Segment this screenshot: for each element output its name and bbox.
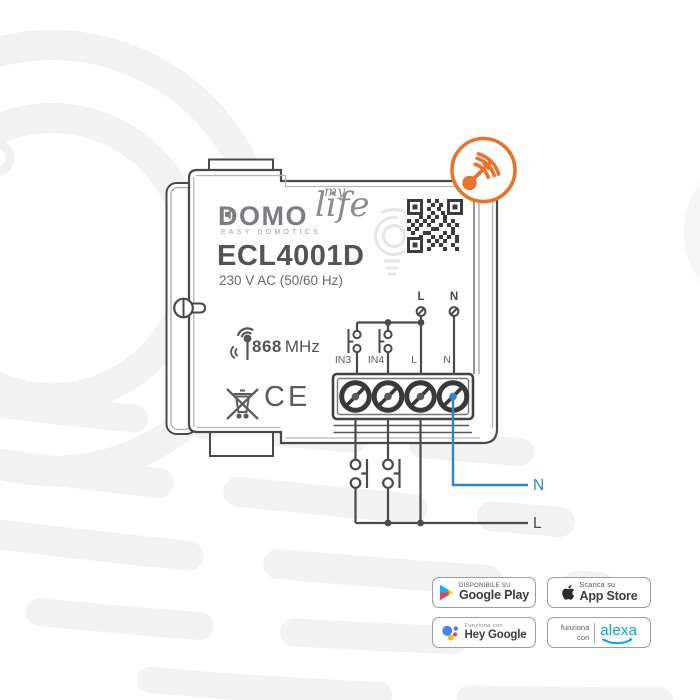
body-inner-lines — [193, 174, 494, 439]
google-assistant-icon — [441, 625, 458, 641]
badge-pre-text-line1: funziona — [560, 623, 590, 633]
power-rating: 230 V AC (50/60 Hz) — [219, 273, 343, 288]
alexa-smile-icon — [602, 637, 634, 644]
badge-assistant-name: Hey Google — [464, 629, 527, 642]
speaker-icon — [224, 209, 234, 220]
wall-pushbutton-2 — [382, 458, 401, 489]
label-terminal-in4: IN4 — [367, 354, 385, 366]
pushbutton-symbol-in4 — [378, 329, 393, 354]
badge-pre-text-line2: con — [577, 632, 590, 642]
weee-bin-icon — [226, 388, 259, 420]
brand-my: my — [324, 184, 346, 200]
label-wire-line: L — [533, 515, 542, 532]
ce-mark: CE — [264, 381, 311, 413]
pushbutton-symbol-in3 — [347, 329, 362, 354]
label-mains-n: N — [449, 291, 459, 303]
play-triangle-icon — [439, 584, 454, 601]
mains-entry-points — [415, 306, 460, 317]
apple-icon — [561, 585, 574, 600]
wall-pushbutton-1 — [349, 458, 369, 489]
label-terminal-in3: IN3 — [334, 354, 352, 366]
store-badges: DISPONIBILE SU Google Play Scarica su Ap… — [432, 577, 651, 648]
badge-divider — [594, 622, 596, 643]
neutral-wire — [451, 397, 528, 487]
antenna-icon — [230, 327, 254, 361]
label-mains-l: L — [417, 291, 425, 303]
rf-frequency-value: 868 — [252, 337, 282, 356]
rf-frequency-unit: MHz — [284, 337, 320, 356]
model-number: ECL4001D — [217, 240, 365, 272]
brand-tagline: EASY DOMOTICS — [221, 229, 321, 236]
google-play-badge[interactable]: DISPONIBILE SU Google Play — [432, 577, 536, 608]
badge-assistant-name: alexa — [600, 621, 638, 639]
badge-pre-text: Funziona con — [464, 623, 503, 630]
alexa-badge[interactable]: funziona con alexa — [547, 617, 651, 648]
badge-store-name: App Store — [579, 588, 638, 603]
label-terminal-n: N — [443, 354, 451, 366]
input-wiring — [347, 306, 460, 375]
badge-pre-text: Scarica su — [579, 581, 616, 589]
badge-store-name: Google Play — [458, 587, 530, 602]
brand-life: life — [315, 185, 370, 225]
label-wire-neutral: N — [533, 477, 545, 494]
keyhole-mount — [173, 297, 207, 319]
label-terminal-l: L — [411, 354, 417, 366]
hey-google-badge[interactable]: Funziona con Hey Google — [432, 617, 536, 648]
qr-code — [405, 197, 465, 254]
rf-transmit-icon — [450, 136, 517, 204]
app-store-badge[interactable]: Scarica su App Store — [547, 577, 651, 608]
output-wiring — [349, 392, 528, 527]
badge-pre-text: DISPONIBILE SU — [458, 582, 511, 589]
